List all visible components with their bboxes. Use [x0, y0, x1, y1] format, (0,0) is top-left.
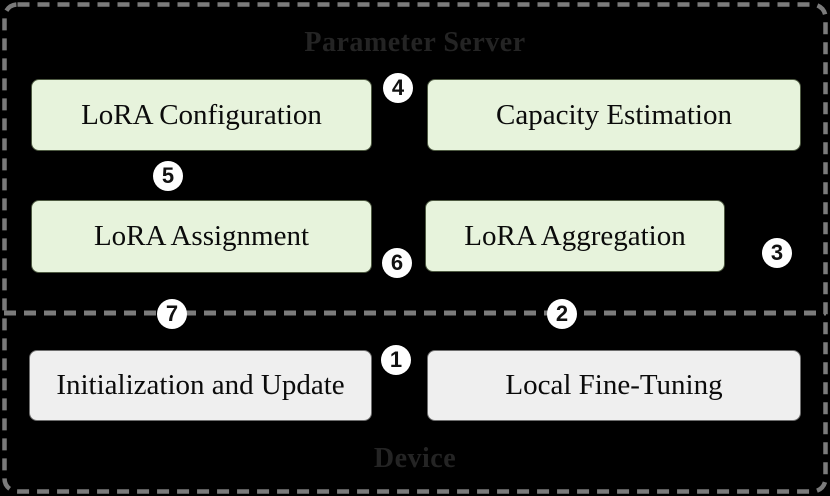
step-badge-7: 7	[157, 299, 187, 329]
step-badge-1: 1	[381, 345, 411, 375]
step-badge-5: 5	[153, 161, 183, 191]
box-lora-aggregation: LoRA Aggregation	[425, 200, 725, 272]
section-title-parameter-server: Parameter Server	[304, 27, 526, 58]
step-badge-3: 3	[762, 238, 792, 268]
step-badge-2: 2	[547, 299, 577, 329]
step-badge-6: 6	[382, 248, 412, 278]
step-badge-4: 4	[383, 73, 413, 103]
box-initialization-and-update: Initialization and Update	[29, 350, 372, 421]
box-capacity-estimation: Capacity Estimation	[427, 79, 801, 151]
box-lora-assignment: LoRA Assignment	[31, 200, 372, 273]
box-lora-configuration: LoRA Configuration	[31, 79, 372, 151]
section-title-device: Device	[373, 443, 457, 474]
box-local-fine-tuning: Local Fine-Tuning	[427, 350, 801, 421]
